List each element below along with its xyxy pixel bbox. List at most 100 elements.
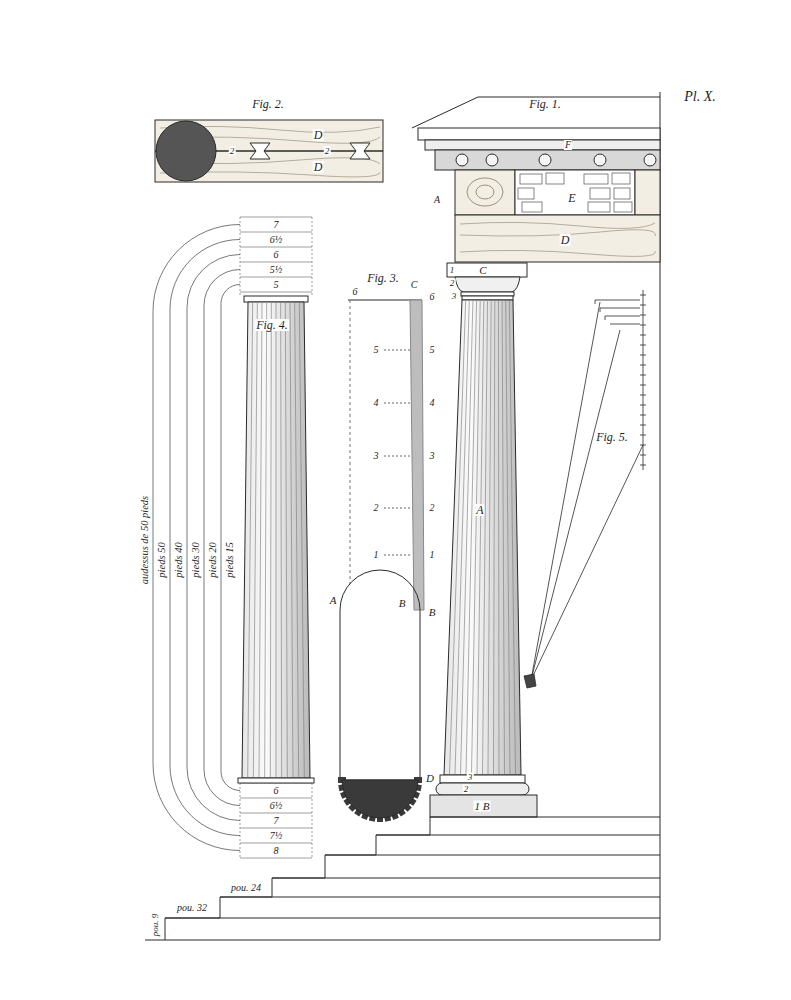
scale-tick <box>640 425 646 426</box>
frame <box>145 92 660 940</box>
callout-label: D <box>313 161 324 173</box>
callout-label: pieds 30 <box>190 541 201 578</box>
callout-label: F <box>564 140 572 150</box>
callout-label: C <box>410 280 419 290</box>
callout-label: B <box>428 607 437 618</box>
flute <box>502 301 504 774</box>
flute <box>466 301 477 774</box>
flute <box>299 303 304 777</box>
fig4-column <box>153 217 314 858</box>
callout-label: 7 <box>273 816 280 826</box>
callout-label: 2 <box>373 503 380 513</box>
callout-label: 6 <box>273 250 280 260</box>
callout-label: pou. 24 <box>230 883 262 893</box>
callout-label: 8 <box>273 846 280 856</box>
callout-label: pou. 32 <box>176 903 208 913</box>
scale-tick <box>640 455 646 456</box>
fig2-beam <box>155 120 383 182</box>
callout-label: 2 <box>229 147 236 156</box>
callout-label: 6½ <box>269 235 284 245</box>
flute <box>488 301 491 774</box>
callout-label: 1 <box>449 266 456 275</box>
flute <box>276 303 277 777</box>
callout-label: pieds 20 <box>207 541 218 578</box>
callout-label: D <box>425 773 435 784</box>
callout-label: pieds 15 <box>225 541 236 578</box>
fig1-entablature <box>412 97 660 262</box>
callout-label: Fig. 4. <box>255 319 289 331</box>
flute <box>498 301 500 774</box>
callout-label: C <box>478 265 487 276</box>
fig5-sightlines <box>524 290 646 688</box>
callout-label: 4 <box>373 398 380 408</box>
callout-label: 6 <box>352 287 359 297</box>
callout-label: A <box>475 504 484 516</box>
flute <box>295 303 299 777</box>
callout-label: Fig. 2. <box>251 98 285 110</box>
callout-label: 3 <box>429 451 436 461</box>
callout-label: E <box>567 192 576 204</box>
callout-label: B <box>398 598 407 609</box>
callout-label: Fig. 5. <box>595 431 629 443</box>
scale-tick <box>640 405 646 406</box>
callout-label: D <box>560 234 571 246</box>
flute <box>281 303 282 777</box>
callout-label: 5 <box>429 345 436 355</box>
callout-label: 6 <box>273 786 280 796</box>
flute <box>290 303 293 777</box>
flute <box>248 303 253 777</box>
flute <box>472 301 481 774</box>
scale-tick <box>640 325 646 326</box>
callout-label: audessus de 50 pieds <box>140 495 151 585</box>
fig1-column <box>430 263 537 817</box>
flute <box>285 303 287 777</box>
callout-label: 5 <box>373 345 380 355</box>
callout-label: Fig. 3. <box>366 272 400 284</box>
callout-label: 2 <box>324 147 331 156</box>
callout-label: 6 <box>429 292 436 302</box>
flute <box>506 301 510 774</box>
callout-label: 2 <box>463 785 470 794</box>
scale-tick <box>640 305 646 306</box>
callout-label: Pl. X. <box>683 90 717 104</box>
scale-tick <box>640 395 646 396</box>
fig3-column-section <box>338 300 424 822</box>
flute <box>450 301 466 774</box>
callout-label: pou. 9 <box>151 913 160 938</box>
callout-label: pieds 50 <box>156 541 167 578</box>
callout-label: 2 <box>449 279 456 288</box>
flute <box>509 301 515 774</box>
flute <box>494 301 495 774</box>
scale-tick <box>640 435 646 436</box>
callout-label: 1 <box>373 550 380 560</box>
flute <box>253 303 257 777</box>
flute <box>483 301 488 774</box>
callout-label: Fig. 1. <box>528 98 562 110</box>
callout-label: 3 <box>373 451 380 461</box>
scale-tick <box>640 345 646 346</box>
flute <box>270 303 271 777</box>
callout-label: 6½ <box>269 801 284 811</box>
callout-label: 5½ <box>269 265 284 275</box>
scale-tick <box>640 315 646 316</box>
callout-label: 1 B <box>474 801 491 812</box>
flute <box>259 303 262 777</box>
scale-tick <box>640 295 646 296</box>
callout-label: 5 <box>273 280 280 290</box>
scale-tick <box>640 355 646 356</box>
callout-label: 7 <box>273 220 280 230</box>
scale-tick <box>640 465 646 466</box>
callout-label: D <box>313 129 324 141</box>
flute <box>265 303 267 777</box>
callout-label: A <box>433 195 441 205</box>
callout-label: 4 <box>429 398 436 408</box>
callout-label: pieds 40 <box>173 541 184 578</box>
scale-tick <box>640 415 646 416</box>
callout-label: 7½ <box>269 831 284 841</box>
scale-tick <box>640 445 646 446</box>
callout-label: A <box>329 595 338 606</box>
scale-tick <box>640 385 646 386</box>
scale-tick <box>640 335 646 336</box>
